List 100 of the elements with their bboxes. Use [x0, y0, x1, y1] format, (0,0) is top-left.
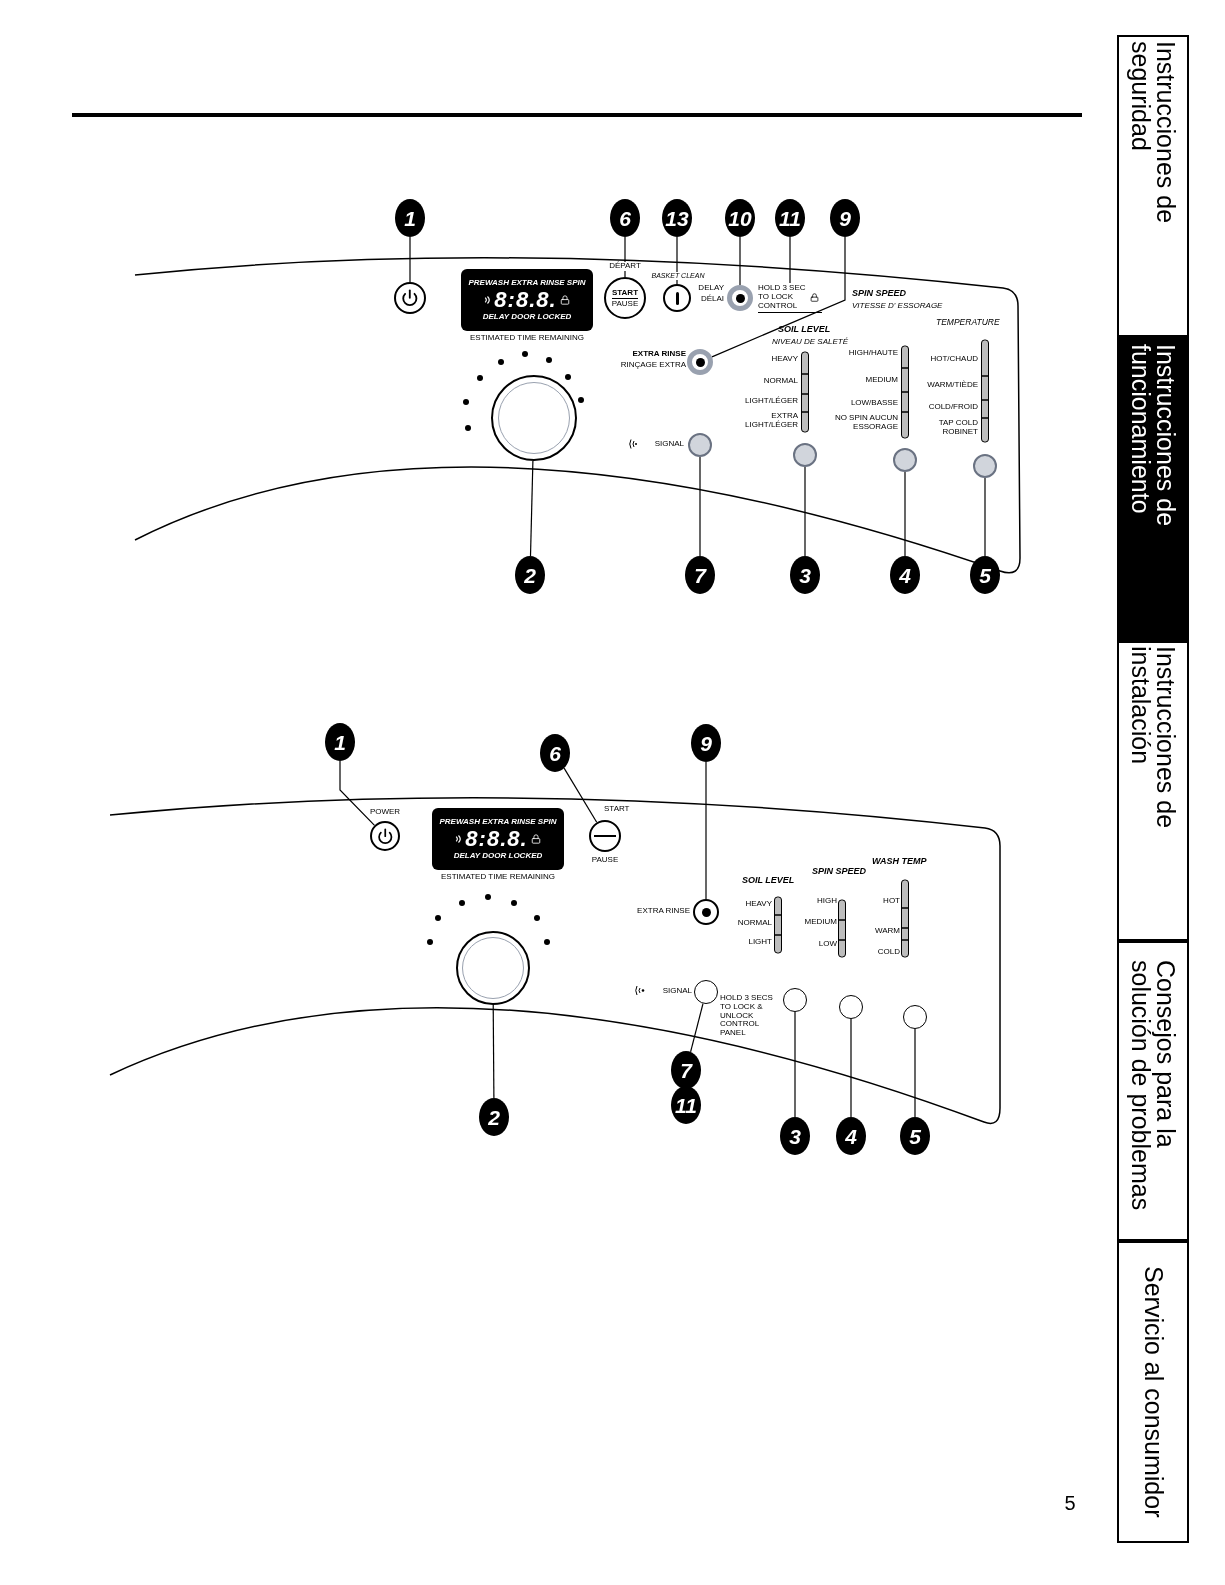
setting-label: LIGHT — [747, 938, 772, 947]
setting-label: NIVEAU DE SALETÉ — [772, 338, 850, 347]
setting-label: HOLD 3 SECS TO LOCK & UNLOCK CONTROL PANEL — [720, 994, 774, 1038]
control-label: SIGNAL — [653, 440, 684, 449]
callout-number: 3 — [790, 556, 820, 594]
leader-line — [789, 236, 791, 284]
lcd-display — [461, 269, 593, 331]
leader-line — [529, 460, 534, 557]
control-label: ESTIMATED TIME REMAINING — [469, 334, 585, 343]
setting-label: SOIL LEVEL — [778, 325, 832, 335]
control-label: POWER — [368, 808, 402, 817]
leader-line — [914, 1028, 916, 1118]
leader-line — [690, 1003, 704, 1053]
callout-number: 11 — [671, 1086, 701, 1124]
leader-line — [563, 767, 598, 823]
callout-number: 13 — [662, 199, 692, 237]
control-label: EXTRA RINSE — [631, 350, 686, 359]
control-label: DÉLAI — [699, 295, 724, 304]
callout-number: 7 — [685, 556, 715, 594]
setting-label: MEDIUM — [864, 376, 898, 385]
tab-title: Consejos para la solución de problemas — [1128, 960, 1178, 1213]
leader-line — [794, 1011, 796, 1118]
setting-label: LOW/BASSE — [849, 399, 898, 408]
callout-number: 2 — [479, 1098, 509, 1136]
callout-number: 10 — [725, 199, 755, 237]
section-tab — [1117, 35, 1189, 337]
setting-label: SPIN SPEED — [852, 289, 908, 299]
display-text: DELAY DOOR LOCKED — [482, 313, 572, 321]
setting-label: LOW — [817, 940, 837, 949]
control-label: PAUSE — [590, 856, 620, 865]
callout-number: 3 — [780, 1117, 810, 1155]
power-button — [370, 821, 400, 851]
display-text: PREWASH EXTRA RINSE SPIN — [439, 818, 557, 826]
basket-clean-button — [663, 284, 691, 312]
selector-button — [839, 995, 863, 1019]
setting-label: HOT/CHAUD — [929, 355, 978, 364]
leader-line — [904, 471, 906, 557]
callout-number: 11 — [775, 199, 805, 237]
setting-label: VITESSE D' ESSORAGE — [852, 302, 944, 311]
setting-label: HEAVY — [770, 355, 798, 364]
control-label: SIGNAL — [661, 987, 692, 996]
digit-readout: 8:8.8. — [465, 828, 528, 850]
leader-line — [984, 477, 986, 557]
setting-label: WARM — [873, 927, 900, 936]
section-tab — [1117, 1241, 1189, 1543]
setting-label: COLD/FROID — [927, 403, 978, 412]
setting-label: NO SPIN AUCUN ESSORAGE — [833, 414, 898, 432]
section-tab — [1117, 641, 1189, 941]
leader-line — [850, 1018, 852, 1118]
control-label: ESTIMATED TIME REMAINING — [440, 873, 556, 882]
setting-label: NORMAL — [736, 919, 772, 928]
section-tab — [1117, 941, 1189, 1241]
control-label: DELAY — [697, 284, 724, 293]
setting-label: SPIN SPEED — [812, 867, 868, 877]
setting-label: EXTRA LIGHT/LÉGER — [744, 412, 798, 430]
callout-number: 6 — [540, 734, 570, 772]
leader-line — [705, 761, 707, 900]
setting-label: TEMPERATURE — [936, 318, 1001, 328]
setting-label: TAP COLD ROBINET — [937, 419, 978, 437]
selector-button — [903, 1005, 927, 1029]
button-text: START — [611, 288, 639, 299]
setting-label: MEDIUM — [803, 918, 837, 927]
selector-button — [694, 980, 718, 1004]
callout-number: 2 — [515, 556, 545, 594]
lcd-display — [432, 808, 564, 870]
callout-number: 4 — [836, 1117, 866, 1155]
selector-button — [893, 448, 917, 472]
option-button — [727, 285, 753, 311]
tab-title: Servicio al consumidor — [1140, 1266, 1166, 1518]
tab-title: Instrucciones de seguridad — [1128, 41, 1178, 226]
tab-title: Instrucciones de funcionamiento — [1128, 344, 1178, 529]
setting-label: HOT — [882, 897, 900, 906]
section-tab — [1117, 337, 1189, 641]
setting-label: SOIL LEVEL — [742, 876, 796, 886]
setting-label: LIGHT/LÉGER — [744, 397, 798, 406]
setting-label: WARM/TIÈDE — [926, 381, 978, 390]
selector-button — [973, 454, 997, 478]
option-button — [687, 349, 713, 375]
callout-number: 1 — [325, 723, 355, 761]
setting-label: HEAVY — [744, 900, 772, 909]
start-pause-button — [604, 277, 646, 319]
callout-number: 7 — [671, 1051, 701, 1089]
power-button — [394, 282, 426, 314]
selector-button — [793, 443, 817, 467]
control-label: DÉPART — [606, 262, 644, 271]
leader-line — [492, 1004, 495, 1099]
callout-number: 4 — [890, 556, 920, 594]
page-number: 5 — [1063, 1492, 1077, 1514]
digit-readout: 8:8.8. — [494, 289, 557, 311]
control-label: START — [604, 805, 631, 814]
leader-line — [409, 236, 411, 283]
lock-note — [758, 283, 822, 313]
callout-number: 9 — [691, 724, 721, 762]
option-button — [693, 899, 719, 925]
setting-label: COLD — [876, 948, 900, 957]
note-text: HOLD 3 SEC TO LOCK CONTROL — [758, 284, 807, 311]
display-text: PREWASH EXTRA RINSE SPIN — [468, 279, 586, 287]
leader-line — [804, 466, 806, 557]
setting-label: WASH TEMP — [872, 857, 928, 867]
tab-title: Instrucciones de instalación — [1128, 646, 1178, 831]
